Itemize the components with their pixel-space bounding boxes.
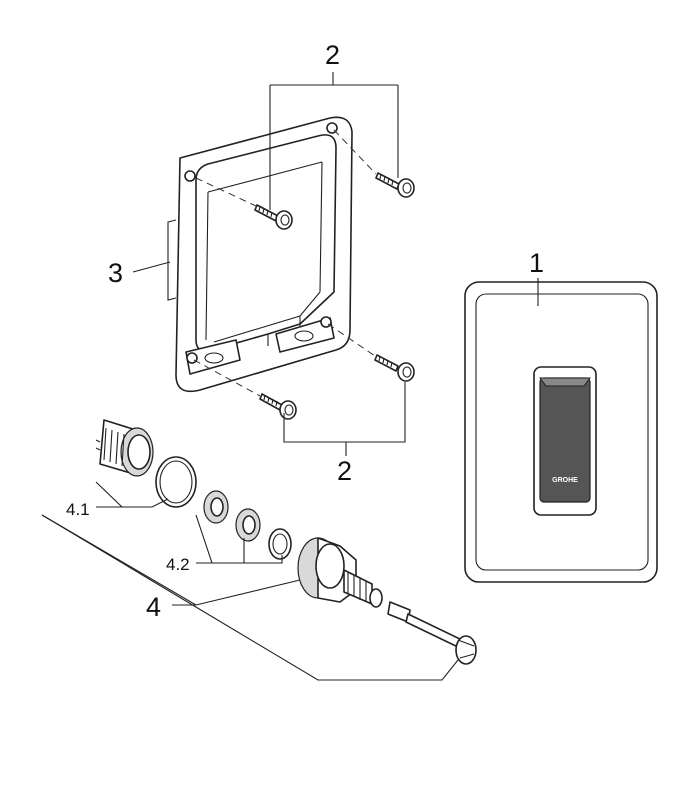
callout-labels: 2 2 3 1 4 4.1 4.2 (66, 40, 544, 622)
cover-plate: GROHE (464, 281, 658, 583)
callout-4: 4 (146, 592, 161, 622)
flush-button: GROHE (533, 366, 597, 516)
mounting-frame (167, 116, 353, 393)
callout-4-1: 4.1 (66, 500, 90, 519)
screws (193, 129, 415, 420)
washer-3 (268, 528, 292, 560)
callout-2-top: 2 (325, 40, 340, 70)
screw-lower-left (259, 393, 297, 420)
washer-1 (203, 490, 229, 524)
screw-upper-right (375, 172, 415, 198)
leader-lines (41, 72, 539, 681)
valve-assembly (95, 419, 477, 665)
adapter-nut (95, 419, 154, 477)
o-ring (155, 456, 197, 508)
screw-lower-right (374, 354, 415, 382)
valve-body (297, 537, 383, 608)
callout-4-2: 4.2 (166, 555, 190, 574)
callout-1: 1 (529, 248, 544, 278)
washer-2 (235, 508, 261, 542)
spindle (387, 601, 477, 665)
brand-logo-text: GROHE (552, 477, 578, 484)
screw-upper-left (254, 204, 293, 230)
callout-3: 3 (108, 258, 123, 288)
callout-2-bottom: 2 (337, 456, 352, 486)
